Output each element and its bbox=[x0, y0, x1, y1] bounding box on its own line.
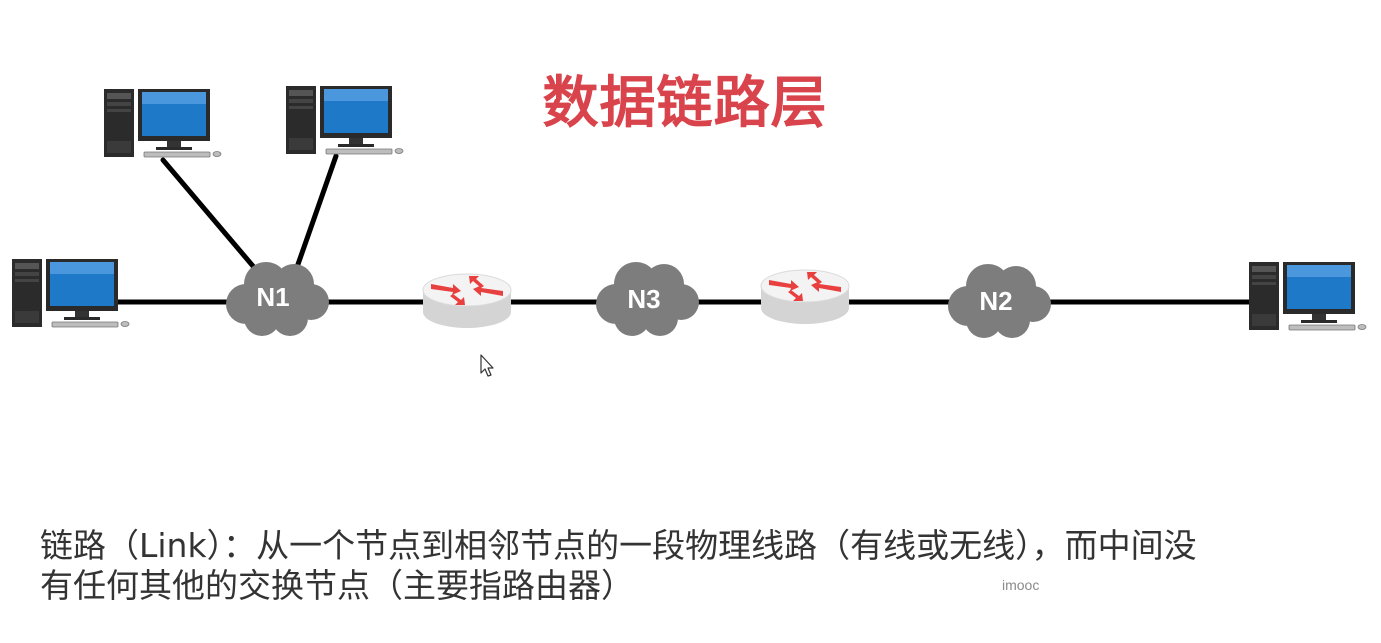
router-icon bbox=[760, 269, 850, 325]
caption-line-1: 链路（Link）：从一个节点到相邻节点的一段物理线路（有线或无线），而中间没 bbox=[40, 526, 1197, 565]
caption-line-2: 有任何其他的交换节点（主要指路由器） bbox=[40, 566, 634, 605]
cloud-n3: N3 bbox=[596, 262, 699, 336]
cloud-n2: N2 bbox=[948, 264, 1051, 338]
link-definition-caption: 链路（Link）：从一个节点到相邻节点的一段物理线路（有线或无线），而中间没 有… bbox=[40, 526, 1340, 606]
cloud-label-n1: N1 bbox=[256, 282, 289, 312]
cloud-n1: N1 bbox=[226, 262, 329, 336]
mouse-cursor-icon bbox=[480, 354, 494, 377]
desktop-computer-icon bbox=[11, 258, 130, 328]
link-pc-top2-to-n1 bbox=[293, 153, 339, 273]
router-icon bbox=[422, 273, 512, 329]
link-pc-top1-to-n1 bbox=[160, 157, 261, 275]
desktop-computer-icon bbox=[103, 88, 222, 158]
cloud-label-n2: N2 bbox=[979, 286, 1012, 316]
watermark: imooc bbox=[1002, 577, 1040, 593]
desktop-computer-icon bbox=[285, 85, 404, 155]
page-title: 数据链路层 bbox=[542, 71, 828, 136]
desktop-computer-icon bbox=[1248, 261, 1367, 331]
links bbox=[115, 153, 1255, 305]
cloud-label-n3: N3 bbox=[627, 284, 660, 314]
